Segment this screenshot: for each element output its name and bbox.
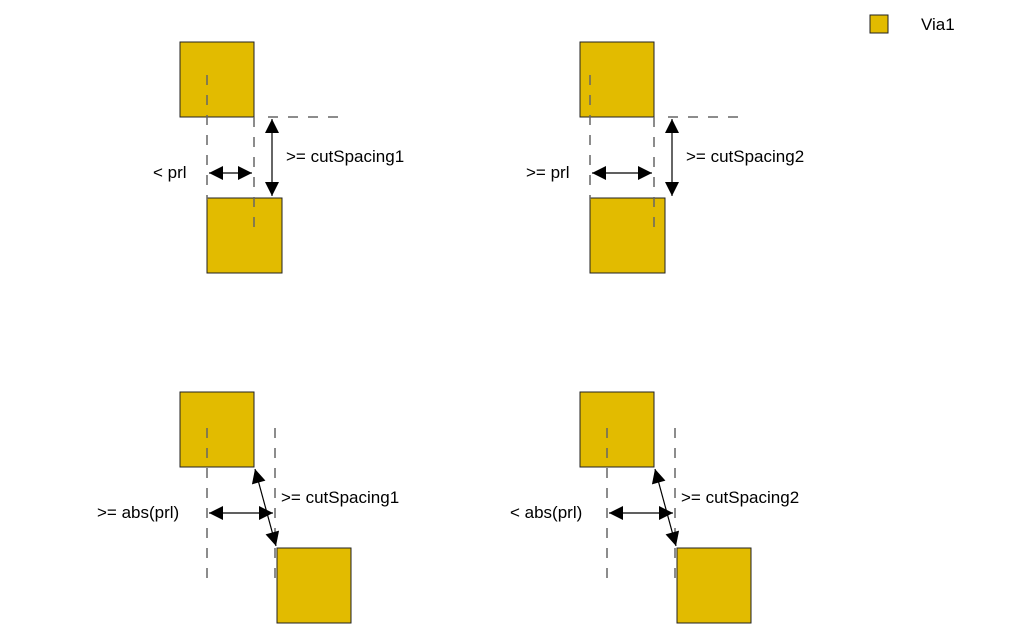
panel-abs-prl-less-spacing2: < abs(prl) >= cutSpacing2: [510, 391, 799, 624]
via-lower: [589, 197, 666, 274]
prl-label: >= abs(prl): [97, 503, 179, 522]
spacing-label: >= cutSpacing2: [681, 488, 799, 507]
prl-label: < prl: [153, 163, 187, 182]
via-upper: [179, 391, 255, 468]
prl-label: < abs(prl): [510, 503, 582, 522]
legend-swatch-via1: [869, 14, 889, 34]
via-lower: [206, 197, 283, 274]
via-lower: [676, 547, 752, 624]
panel-abs-prl-greater-spacing1: >= abs(prl) >= cutSpacing1: [97, 391, 399, 624]
spacing-dimension-arrow: [251, 468, 280, 547]
legend-label: Via1: [921, 15, 955, 34]
panel-prl-less-spacing1: < prl >= cutSpacing1: [153, 41, 404, 274]
panel-prl-greater-spacing2: >= prl >= cutSpacing2: [526, 41, 804, 274]
spacing-label: >= cutSpacing1: [286, 147, 404, 166]
legend: Via1: [869, 14, 955, 34]
via-upper: [579, 391, 655, 468]
via-upper: [179, 41, 255, 118]
spacing-dimension-arrow: [651, 468, 680, 547]
via-upper: [579, 41, 655, 118]
via-lower: [276, 547, 352, 624]
prl-label: >= prl: [526, 163, 569, 182]
spacing-label: >= cutSpacing2: [686, 147, 804, 166]
spacing-label: >= cutSpacing1: [281, 488, 399, 507]
